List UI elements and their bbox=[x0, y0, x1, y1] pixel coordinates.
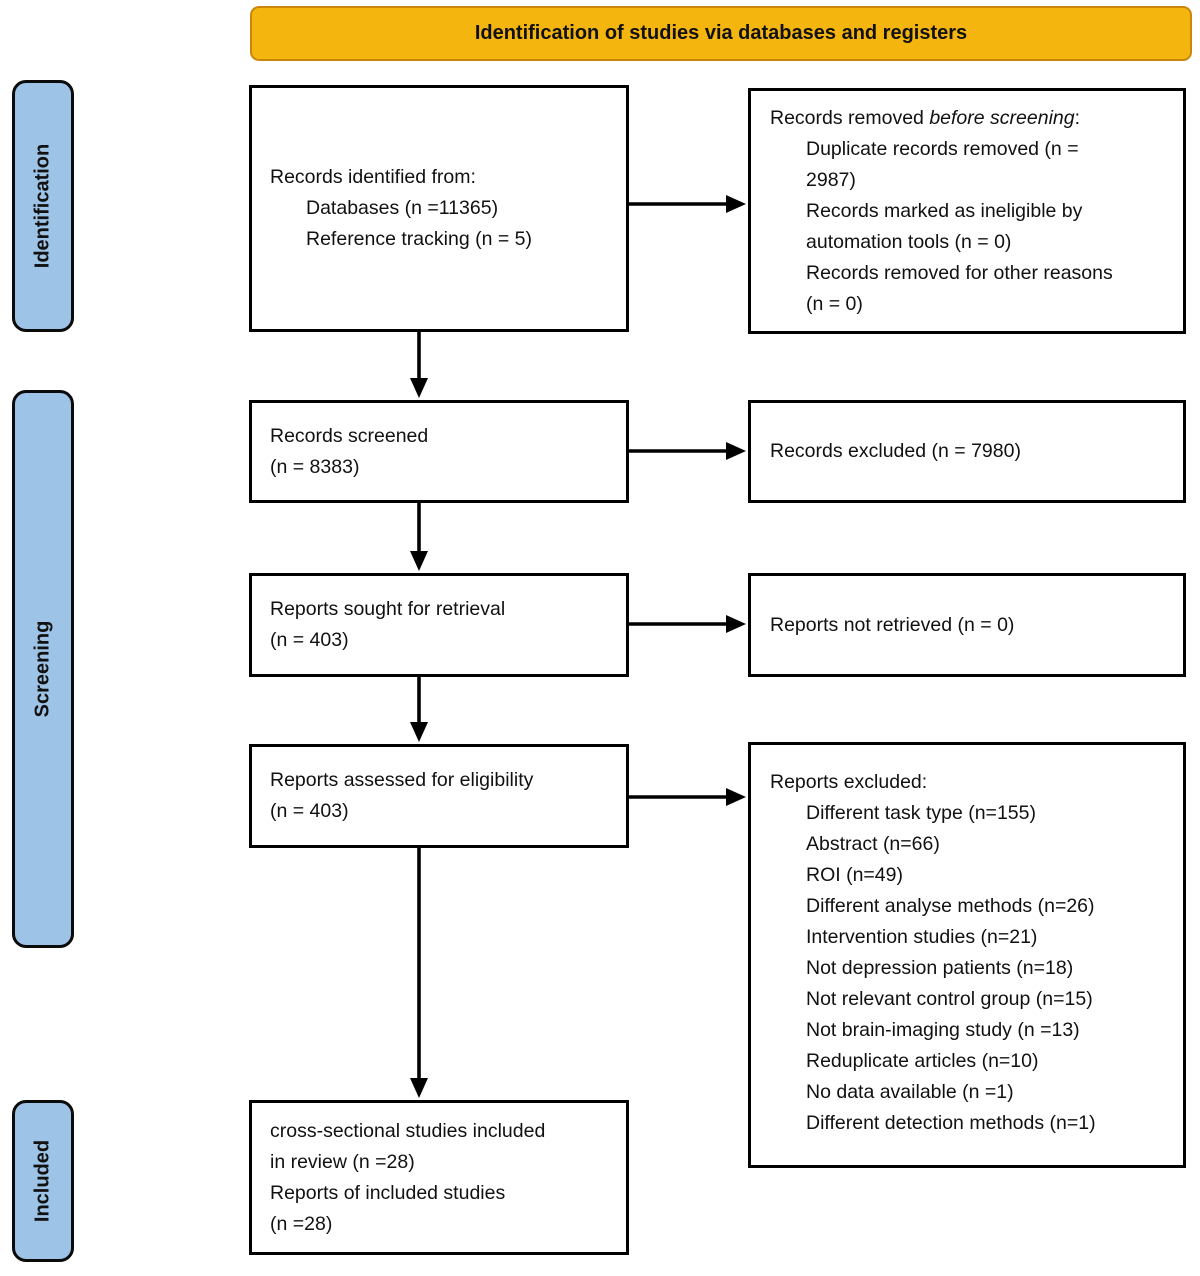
box-line: (n = 8383) bbox=[270, 455, 360, 478]
box-line: Different detection methods (n=1) bbox=[806, 1112, 1096, 1134]
box-line: ROI (n=49) bbox=[806, 864, 903, 886]
box-line: in review (n =28) bbox=[270, 1150, 415, 1173]
diagram-title-banner: Identification of studies via databases … bbox=[250, 6, 1192, 61]
arrow-assessed-to-reports-excluded bbox=[629, 788, 746, 806]
box-line: (n = 403) bbox=[270, 800, 349, 822]
box-line: 2987) bbox=[806, 169, 856, 191]
box-line: Abstract (n=66) bbox=[806, 833, 940, 855]
box-line: Not depression patients (n=18) bbox=[806, 957, 1074, 979]
box-line: Records identified from: bbox=[270, 166, 476, 188]
box-line-text: : bbox=[1074, 107, 1081, 129]
box-line: Databases (n =11365) bbox=[306, 197, 499, 219]
arrow-assessed-to-included bbox=[410, 847, 428, 1098]
arrow-identified-to-screened bbox=[410, 331, 428, 398]
box-line: Reports assessed for eligibility bbox=[270, 769, 534, 791]
stage-label-text: Included bbox=[31, 1139, 54, 1223]
arrow-identified-to-removed bbox=[629, 195, 746, 213]
arrow-screened-to-excluded bbox=[629, 442, 746, 460]
reports-not-retrieved-box: Reports not retrieved (n = 0) bbox=[748, 573, 1186, 677]
arrow-sought-to-assessed bbox=[410, 676, 428, 742]
box-line: Not relevant control group (n=15) bbox=[806, 988, 1093, 1010]
box-line: Different task type (n=155) bbox=[806, 802, 1036, 824]
records-excluded-box: Records excluded (n = 7980) bbox=[748, 400, 1186, 503]
box-line: Records removed for other reasons bbox=[806, 262, 1113, 284]
box-line: Reports sought for retrieval bbox=[270, 598, 506, 620]
box-line: cross-sectional studies included bbox=[270, 1119, 546, 1142]
stage-label-identification: Identification bbox=[12, 80, 74, 332]
box-line-text: Records removed bbox=[770, 107, 930, 129]
box-line: (n =28) bbox=[270, 1212, 333, 1235]
box-line: Reports not retrieved (n = 0) bbox=[770, 613, 1015, 636]
box-line: Records screened bbox=[270, 424, 429, 447]
box-line: Different analyse methods (n=26) bbox=[806, 895, 1095, 917]
stage-label-text: Identification bbox=[31, 143, 54, 269]
reports-excluded-box: Reports excluded: Different task type (n… bbox=[748, 742, 1186, 1168]
reports-assessed-box: Reports assessed for eligibility (n = 40… bbox=[249, 744, 629, 848]
box-line: Reference tracking (n = 5) bbox=[306, 228, 532, 250]
records-identified-box: Records identified from: Databases (n =1… bbox=[249, 85, 629, 332]
box-line: automation tools (n = 0) bbox=[806, 231, 1012, 253]
box-line: Reports of included studies bbox=[270, 1181, 506, 1204]
arrow-screened-to-sought bbox=[410, 502, 428, 571]
box-line: Reduplicate articles (n=10) bbox=[806, 1050, 1039, 1072]
box-line: Intervention studies (n=21) bbox=[806, 926, 1038, 948]
box-line: Not brain-imaging study (n =13) bbox=[806, 1019, 1080, 1041]
arrow-sought-to-not-retrieved bbox=[629, 615, 746, 633]
box-line: (n = 403) bbox=[270, 629, 349, 651]
box-line: Records excluded (n = 7980) bbox=[770, 440, 1021, 462]
diagram-title: Identification of studies via databases … bbox=[474, 22, 968, 44]
box-line: Records marked as ineligible by bbox=[806, 200, 1083, 222]
box-line: (n = 0) bbox=[806, 293, 863, 315]
records-screened-box: Records screened (n = 8383) bbox=[249, 400, 629, 503]
box-line: No data available (n =1) bbox=[806, 1081, 1014, 1103]
stage-label-screening: Screening bbox=[12, 390, 74, 948]
box-line: Duplicate records removed (n = bbox=[806, 138, 1079, 160]
stage-label-included: Included bbox=[12, 1100, 74, 1262]
box-line: Reports excluded: bbox=[770, 771, 928, 793]
reports-sought-box: Reports sought for retrieval (n = 403) bbox=[249, 573, 629, 677]
box-line: Records removed before screening: bbox=[770, 103, 1173, 134]
box-line-italic: before screening bbox=[929, 107, 1075, 129]
included-studies-box: cross-sectional studies included in revi… bbox=[249, 1100, 629, 1255]
records-removed-box: Records removed before screening: Duplic… bbox=[748, 88, 1186, 334]
stage-label-text: Screening bbox=[31, 620, 54, 718]
